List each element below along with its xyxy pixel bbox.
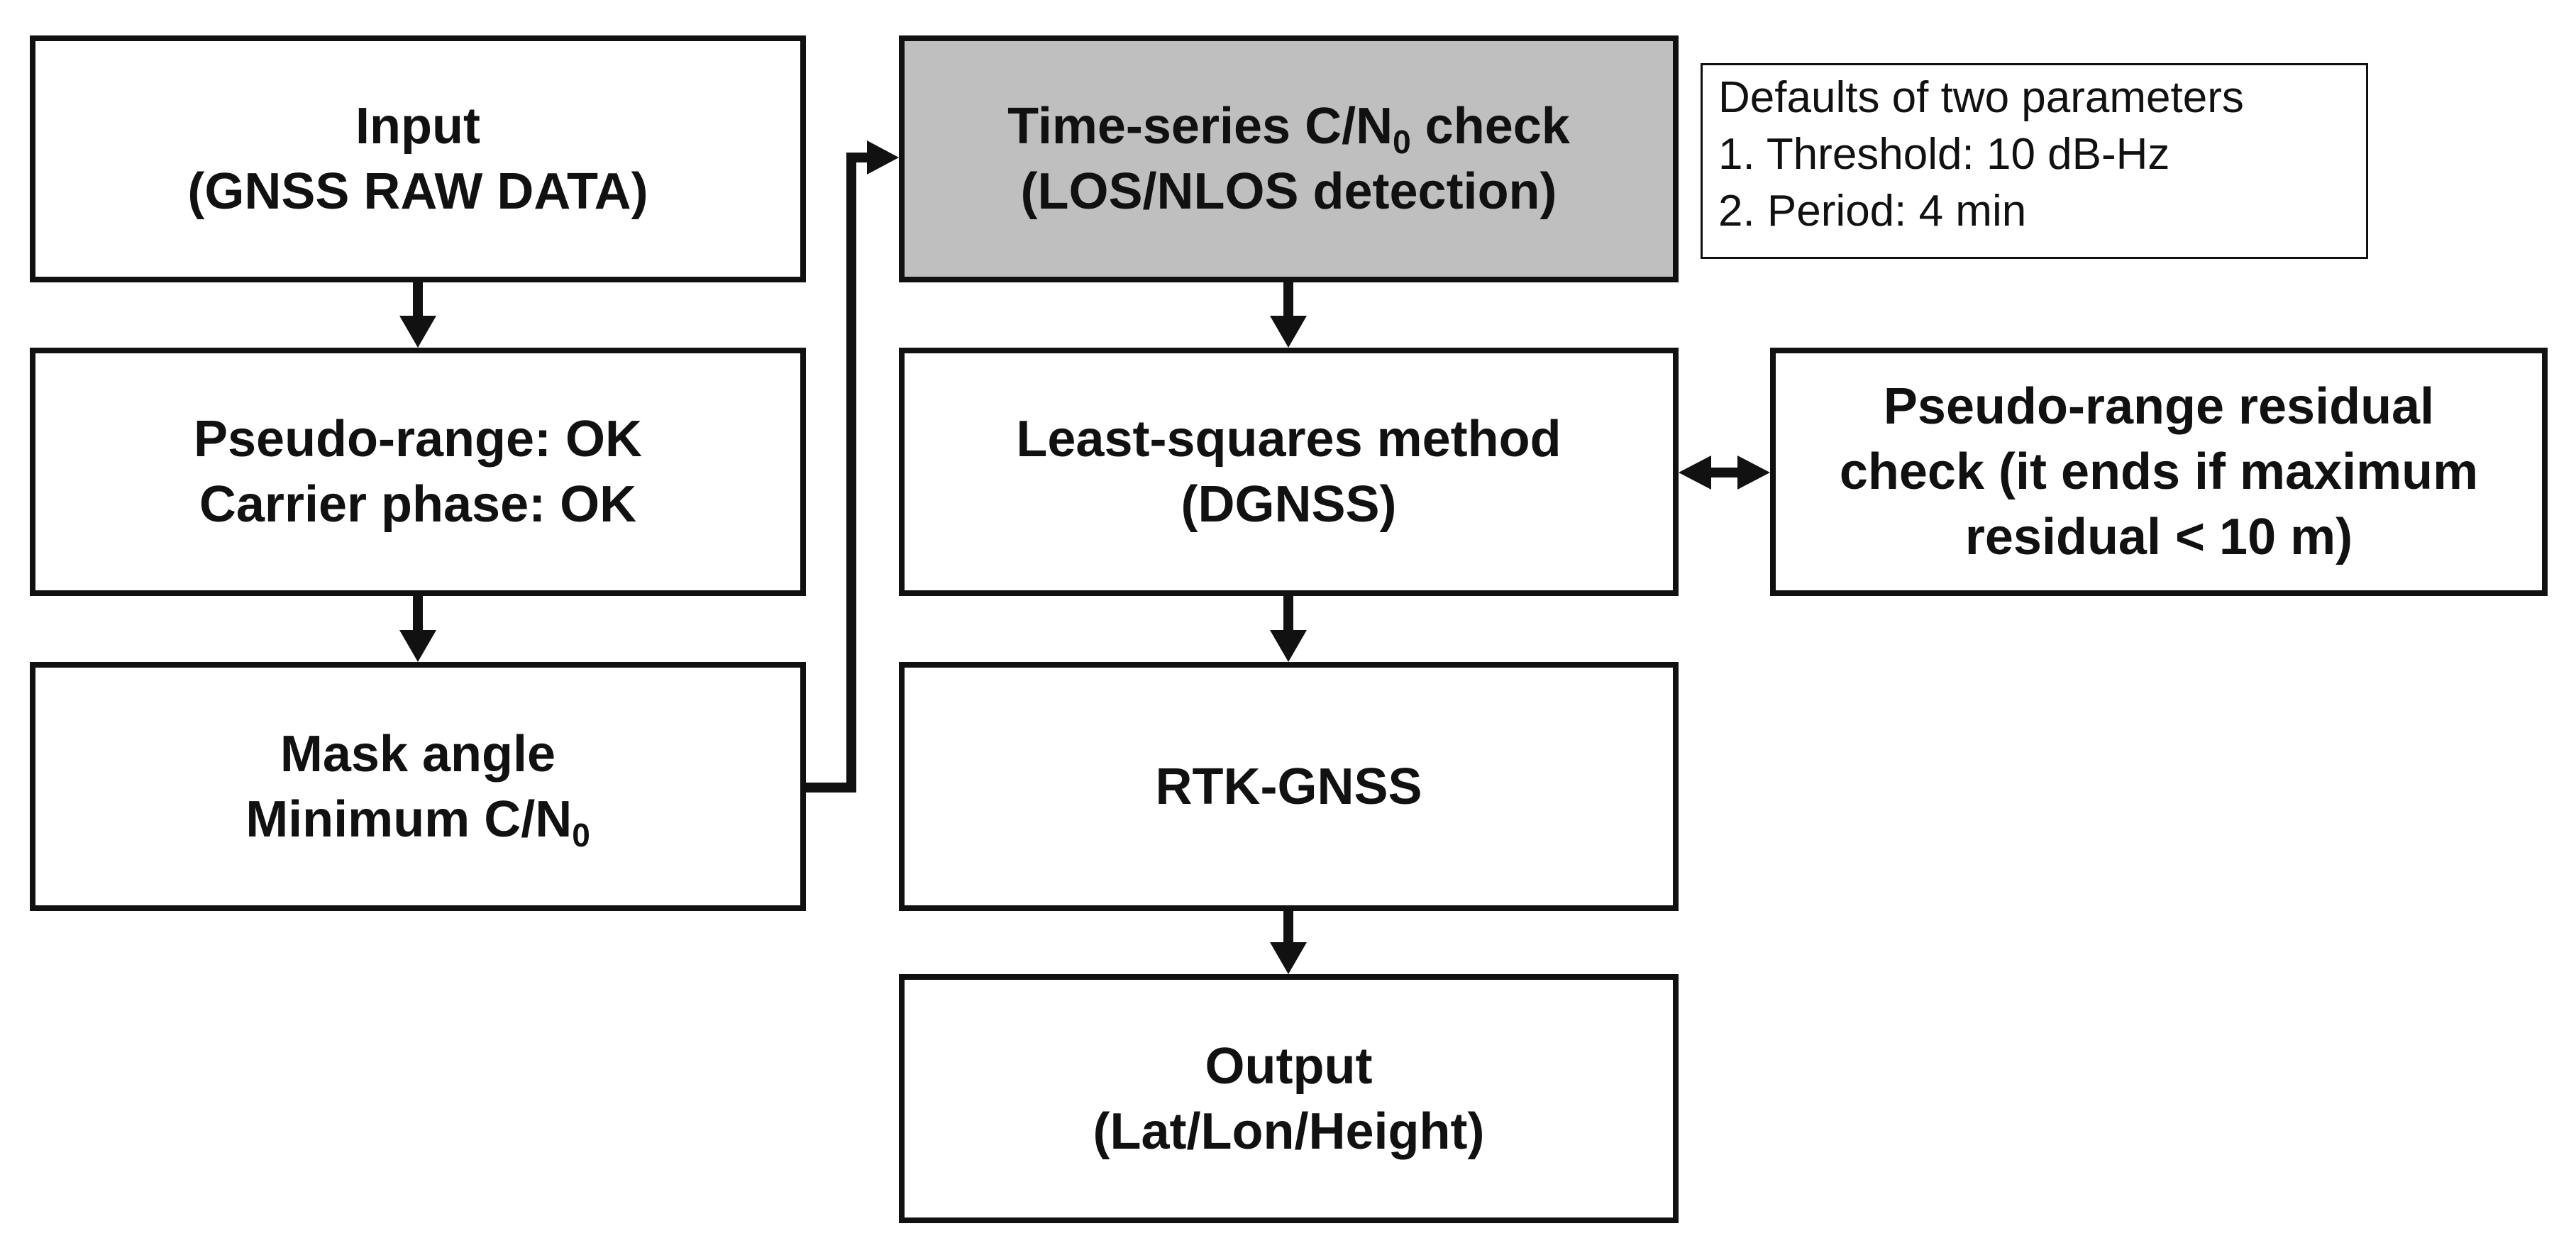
time-series-title: Time-series C/N0 check	[1007, 94, 1570, 159]
arrow-timeseries-to-lsq	[1270, 282, 1307, 348]
dgnss-line: (DGNSS)	[1181, 476, 1397, 533]
arrow-lsq-residual-bidirectional	[1679, 455, 1770, 490]
time-series-title-main: Time-series C/N	[1007, 98, 1393, 155]
least-squares-box: Least-squares method (DGNSS)	[899, 348, 1679, 596]
minimum-cn0-subscript: 0	[572, 816, 590, 854]
time-series-title-subscript: 0	[1393, 123, 1411, 160]
residual-check-line-1: Pseudo-range residual	[1883, 378, 2435, 435]
rtk-gnss-box: RTK-GNSS	[899, 662, 1679, 911]
output-box: Output (Lat/Lon/Height)	[899, 974, 1679, 1223]
los-nlos-detection-line: (LOS/NLOS detection)	[1020, 163, 1557, 220]
arrow-mask-to-timeseries	[806, 140, 899, 793]
output-title: Output	[1205, 1037, 1373, 1095]
residual-check-box: Pseudo-range residual check (it ends if …	[1770, 348, 2548, 596]
minimum-cn0-line: Minimum C/N0	[245, 787, 590, 852]
arrow-pseudo-to-mask	[399, 596, 436, 662]
residual-check-line-2: check (it ends if maximum	[1839, 443, 2479, 500]
defaults-note-heading: Defaults of two parameters	[1718, 73, 2244, 122]
pseudo-range-line: Pseudo-range: OK	[193, 411, 643, 468]
minimum-cn0-main: Minimum C/N	[245, 790, 573, 848]
input-subtitle: (GNSS RAW DATA)	[187, 163, 648, 220]
defaults-note-threshold: 1. Threshold: 10 dB-Hz	[1718, 130, 2170, 179]
rtk-gnss-title: RTK-GNSS	[1155, 758, 1422, 815]
least-squares-title: Least-squares method	[1016, 411, 1561, 468]
pseudo-range-box: Pseudo-range: OK Carrier phase: OK	[30, 348, 806, 596]
mask-angle-line: Mask angle	[280, 725, 556, 783]
residual-check-line-3: residual < 10 m)	[1964, 509, 2353, 565]
time-series-title-tail: check	[1410, 98, 1570, 155]
defaults-note-period: 2. Period: 4 min	[1718, 187, 2027, 236]
arrow-input-to-pseudo	[399, 282, 436, 348]
time-series-check-box: Time-series C/N0 check (LOS/NLOS detecti…	[899, 35, 1679, 282]
arrow-rtk-to-output	[1270, 911, 1307, 974]
arrow-lsq-to-rtk	[1270, 596, 1307, 662]
mask-angle-box: Mask angle Minimum C/N0	[30, 662, 806, 911]
carrier-phase-line: Carrier phase: OK	[199, 476, 637, 533]
input-title: Input	[355, 98, 480, 155]
input-box: Input (GNSS RAW DATA)	[30, 35, 806, 282]
defaults-note: Defaults of two parameters 1. Threshold:…	[1701, 63, 2368, 259]
output-subtitle: (Lat/Lon/Height)	[1093, 1103, 1485, 1160]
